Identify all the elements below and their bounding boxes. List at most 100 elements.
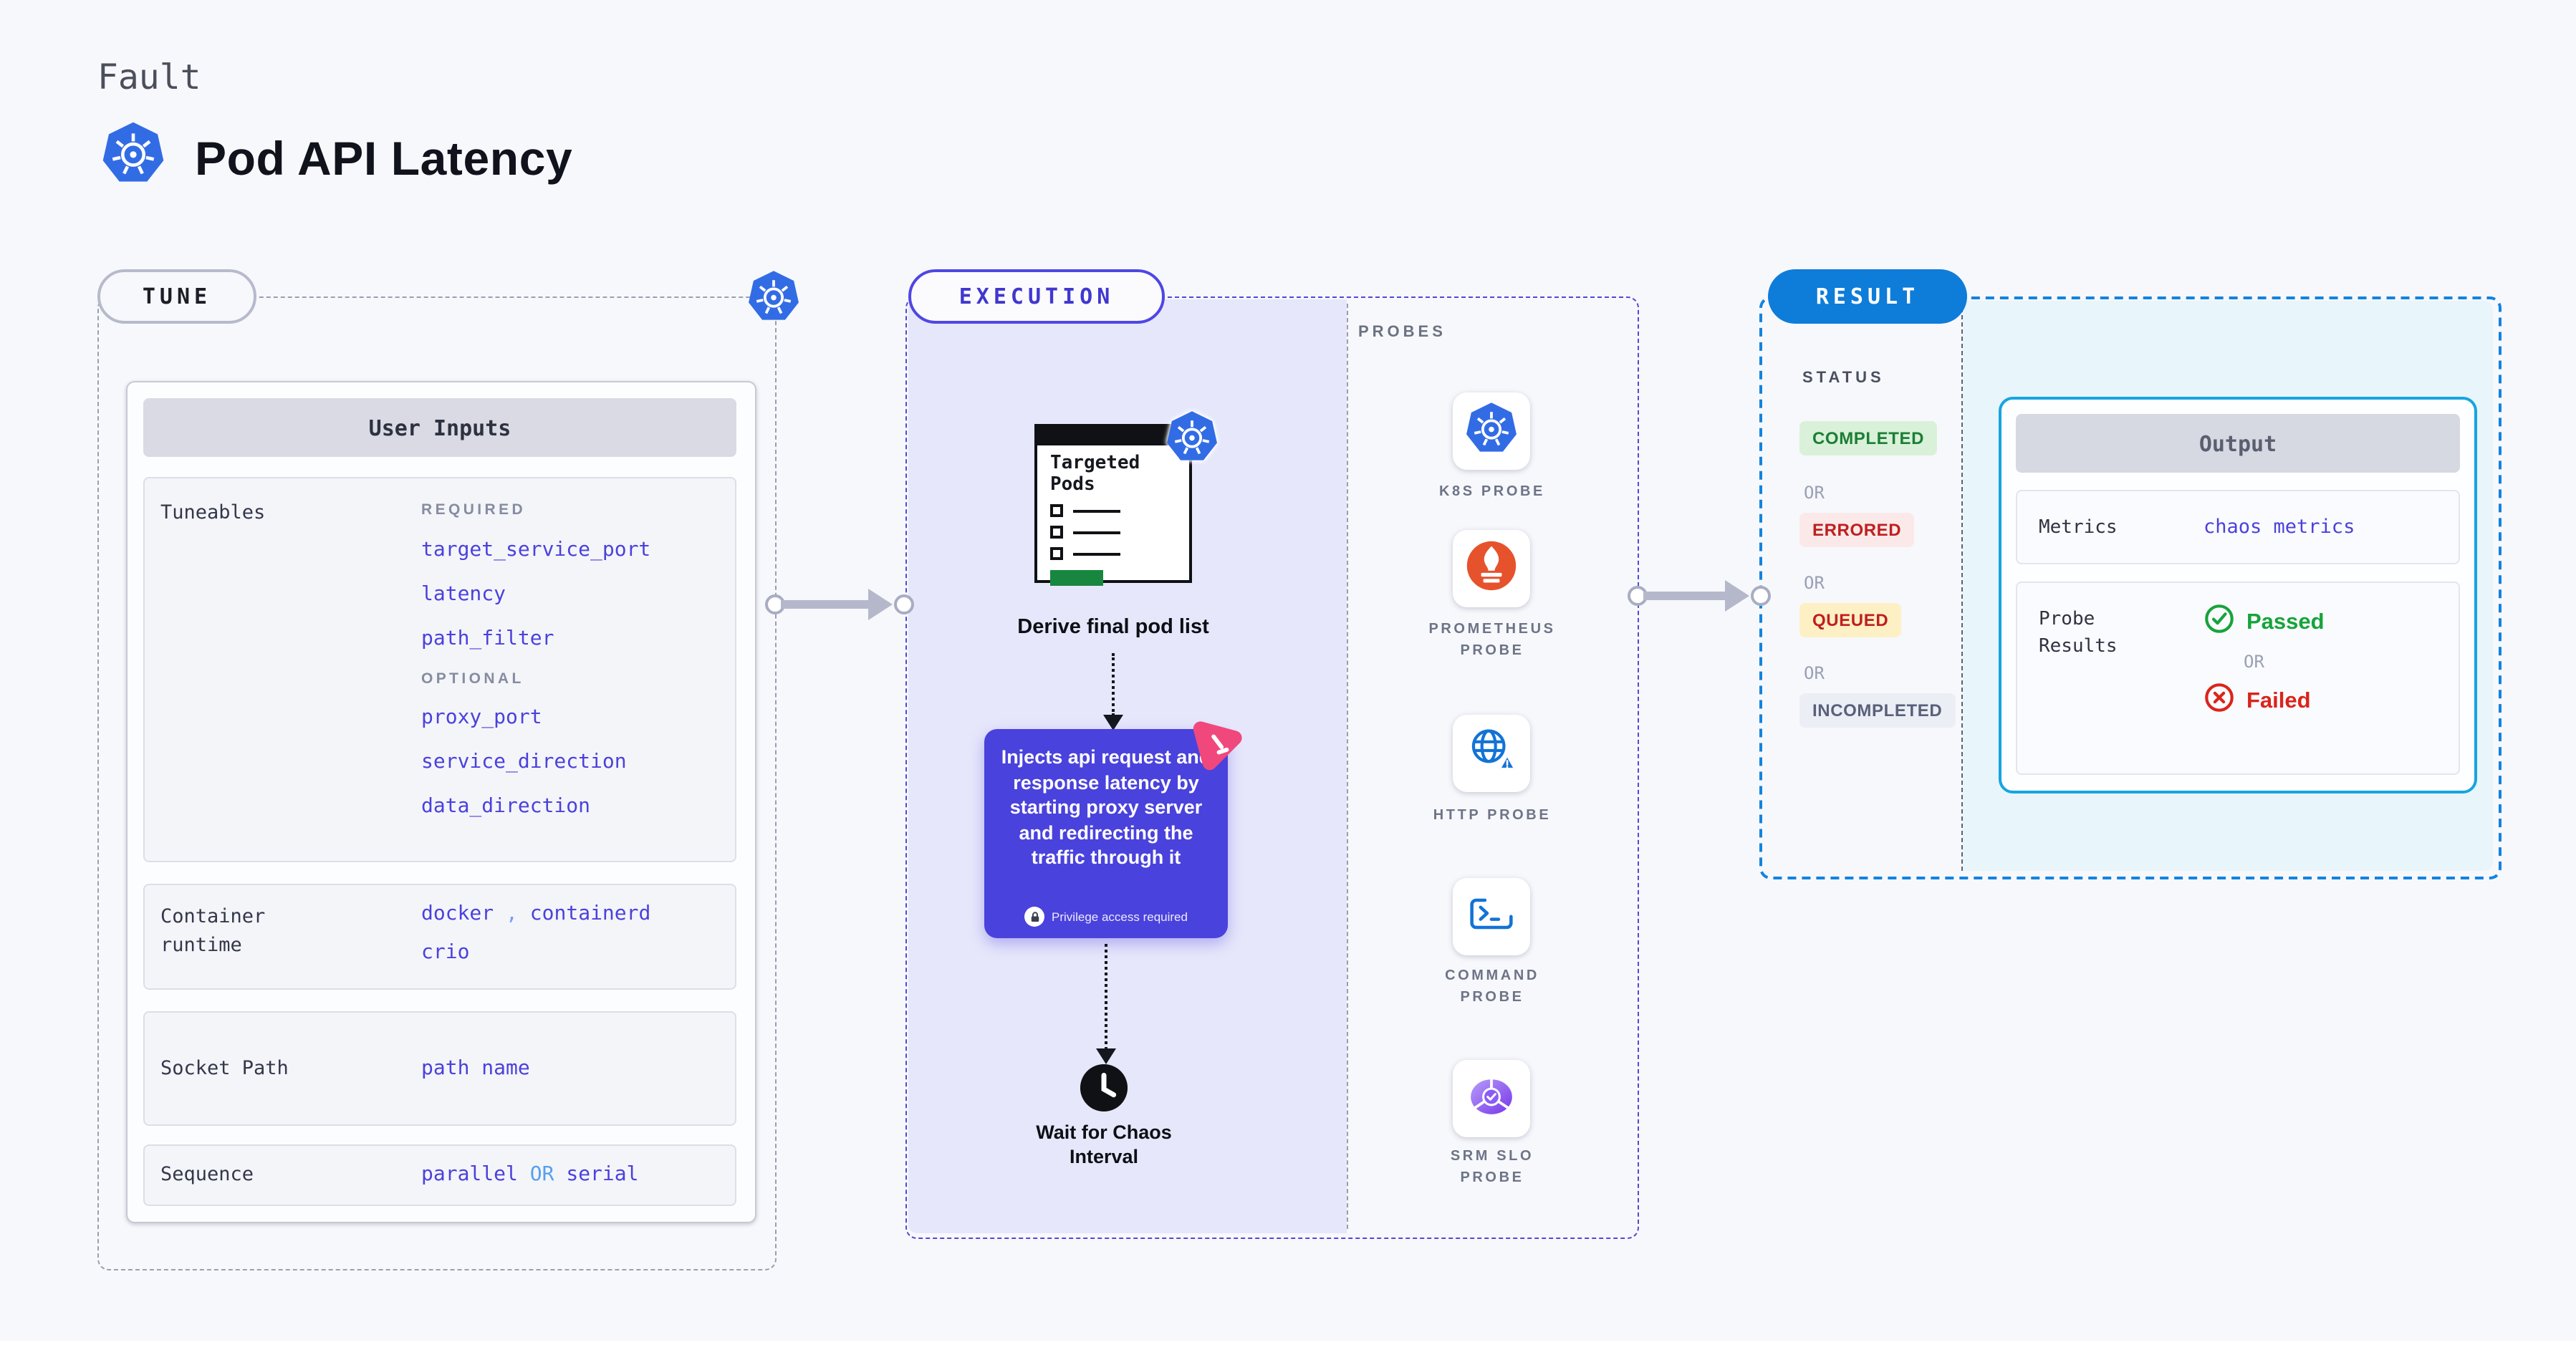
or-text: OR bbox=[1804, 573, 1825, 593]
arrow-head bbox=[868, 589, 893, 620]
page-title: Pod API Latency bbox=[195, 132, 573, 185]
checkbox-icon bbox=[1050, 526, 1063, 539]
chaos-icon bbox=[1183, 709, 1246, 772]
probes-label: PROBES bbox=[1358, 324, 1446, 341]
tuneables-row bbox=[143, 477, 736, 862]
probe-name: SRM SLO PROBE bbox=[1450, 1149, 1534, 1186]
bottom-band bbox=[0, 1341, 2576, 1365]
execution-pill: EXECUTION bbox=[908, 269, 1165, 324]
targeted-pods-graphic: Targeted Pods bbox=[1034, 424, 1192, 586]
pod-list-item bbox=[1050, 547, 1189, 560]
kubernetes-icon bbox=[746, 269, 801, 324]
kubernetes-icon bbox=[1165, 410, 1219, 464]
output-title: Output bbox=[2016, 414, 2460, 473]
flow-arrow-down bbox=[1103, 653, 1123, 730]
x-circle-icon bbox=[2203, 682, 2235, 720]
container-runtime-label: Container runtime bbox=[160, 905, 266, 957]
wait-chaos-step: Wait for Chaos Interval bbox=[1036, 1122, 1172, 1167]
passed-text: Passed bbox=[2246, 609, 2325, 634]
user-inputs-title: User Inputs bbox=[143, 398, 736, 457]
execution-to-result-arrow bbox=[1628, 579, 1771, 613]
result-divider bbox=[1961, 301, 1963, 871]
metrics-row: Metrics chaos metrics bbox=[2016, 490, 2460, 564]
runtime-value: crio bbox=[421, 941, 470, 964]
metrics-value: chaos metrics bbox=[2203, 516, 2355, 539]
list-line bbox=[1073, 552, 1120, 555]
probe-card-prometheus bbox=[1453, 530, 1530, 607]
fault-eyebrow: Fault bbox=[97, 57, 201, 97]
tuneable-optional: proxy_port bbox=[421, 706, 542, 729]
pod-list-item bbox=[1050, 526, 1189, 539]
status-badge: QUEUED bbox=[1799, 603, 1902, 637]
required-label: REQUIRED bbox=[421, 501, 527, 518]
http-globe-icon bbox=[1464, 723, 1519, 784]
status-badge: ERRORED bbox=[1799, 513, 1915, 547]
progress-bar bbox=[1050, 570, 1103, 586]
prometheus-icon bbox=[1464, 538, 1519, 599]
probe-card-http bbox=[1453, 715, 1530, 792]
tune-region bbox=[97, 296, 777, 1270]
privilege-note: Privilege access required bbox=[996, 907, 1216, 927]
probe-card-k8s bbox=[1453, 392, 1530, 470]
or-text: OR bbox=[1804, 483, 1825, 503]
lock-icon bbox=[1024, 907, 1045, 927]
probe-results-row: Probe Results Passed OR Failed bbox=[2016, 582, 2460, 775]
pod-list-item bbox=[1050, 504, 1189, 517]
probe-card-command bbox=[1453, 878, 1530, 955]
kubernetes-icon bbox=[100, 120, 166, 186]
optional-label: OPTIONAL bbox=[421, 670, 524, 688]
checkbox-icon bbox=[1050, 504, 1063, 517]
sequence-value: parallel bbox=[421, 1163, 518, 1186]
failed-text: Failed bbox=[2246, 688, 2311, 713]
arrow-shaft bbox=[781, 600, 870, 609]
arrow-head bbox=[1725, 580, 1749, 612]
runtime-value: containerd bbox=[529, 902, 651, 925]
tune-pill: TUNE bbox=[97, 269, 256, 324]
slo-gauge-icon bbox=[1464, 1068, 1519, 1129]
passed-result: Passed bbox=[2203, 603, 2325, 642]
tuneable-optional: service_direction bbox=[421, 751, 627, 773]
failed-result: Failed bbox=[2203, 682, 2325, 720]
flow-arrow-down bbox=[1096, 944, 1116, 1064]
tune-to-execution-arrow bbox=[765, 587, 914, 622]
checkbox-icon bbox=[1050, 547, 1063, 560]
sequence-label: Sequence bbox=[160, 1163, 254, 1186]
container-runtime-row bbox=[143, 884, 736, 990]
clock-icon bbox=[1079, 1063, 1129, 1113]
probe-card-srm-slo bbox=[1453, 1060, 1530, 1137]
list-line bbox=[1073, 509, 1120, 512]
or-text: OR bbox=[2244, 652, 2264, 672]
socket-path-label: Socket Path bbox=[160, 1057, 289, 1080]
sequence-row bbox=[143, 1144, 736, 1206]
window-titlebar bbox=[1037, 427, 1189, 445]
list-line bbox=[1073, 531, 1120, 534]
probe-name: HTTP PROBE bbox=[1433, 808, 1552, 824]
probe-name: K8S PROBE bbox=[1439, 484, 1545, 500]
derive-pod-list-step: Derive final pod list bbox=[1017, 616, 1209, 639]
arrow-shaft bbox=[1643, 592, 1726, 600]
targeted-pods-title: Targeted Pods bbox=[1050, 453, 1140, 496]
tuneable-optional: data_direction bbox=[421, 795, 591, 818]
inject-latency-step: Injects api request and response latency… bbox=[984, 729, 1228, 938]
metrics-label: Metrics bbox=[2039, 516, 2118, 538]
connector-dot bbox=[894, 594, 914, 614]
runtime-separator: , bbox=[506, 902, 518, 925]
tuneable-required: path_filter bbox=[421, 627, 554, 650]
status-badge: INCOMPLETED bbox=[1799, 693, 1956, 728]
probes-divider bbox=[1347, 304, 1348, 1229]
privilege-note-text: Privilege access required bbox=[1052, 910, 1188, 924]
sequence-or: OR bbox=[529, 1163, 554, 1186]
terminal-icon bbox=[1464, 886, 1519, 947]
connector-dot bbox=[1751, 586, 1771, 606]
execution-region bbox=[905, 296, 1639, 1239]
inject-step-text: Injects api request and response latency… bbox=[1001, 746, 1211, 869]
result-pill: RESULT bbox=[1768, 269, 1967, 324]
socket-path-row bbox=[143, 1011, 736, 1126]
status-label: STATUS bbox=[1802, 370, 1885, 387]
probe-name: PROMETHEUS PROBE bbox=[1428, 622, 1556, 659]
runtime-value: docker bbox=[421, 902, 494, 925]
tuneables-label: Tuneables bbox=[160, 501, 266, 524]
probe-name: COMMAND PROBE bbox=[1445, 968, 1539, 1005]
probe-results-label: Probe Results bbox=[2039, 609, 2118, 657]
